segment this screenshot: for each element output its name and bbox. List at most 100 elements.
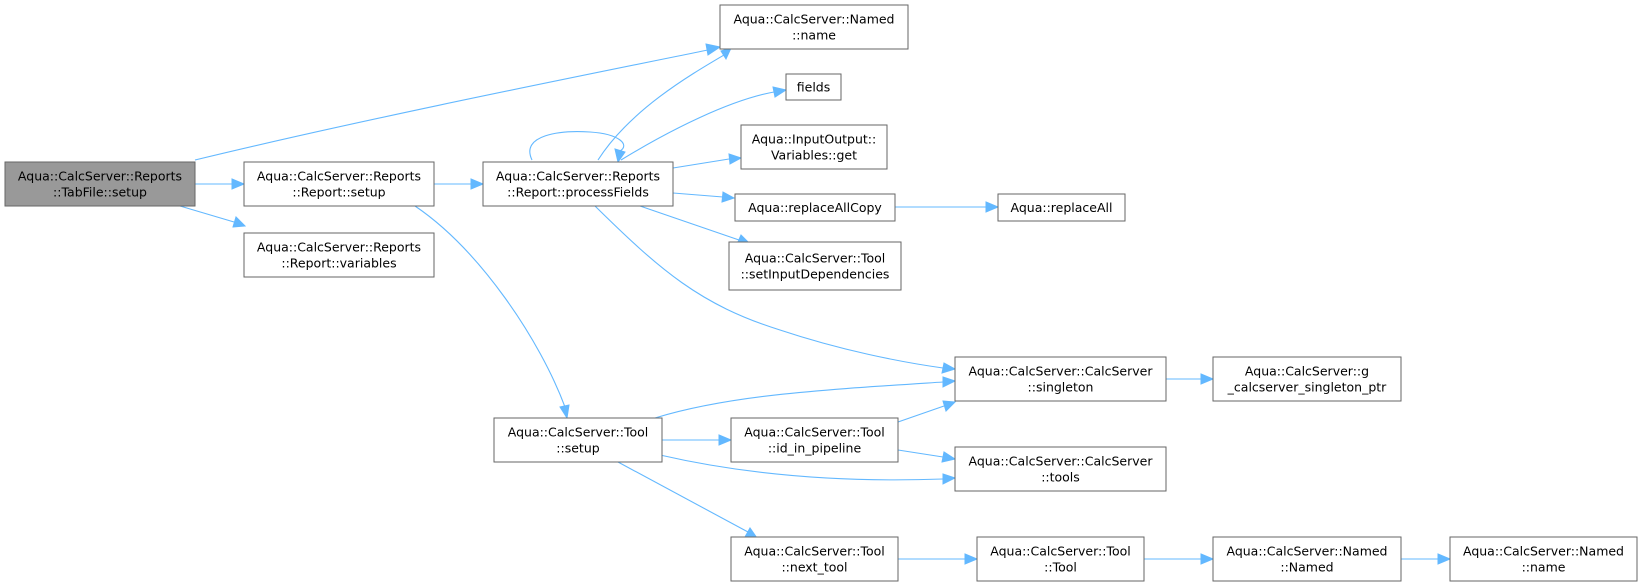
arrowhead — [941, 451, 957, 463]
node-label-line: ::setInputDependencies — [741, 267, 890, 282]
nodes-layer: Aqua::CalcServer::Reports::TabFile::setu… — [4, 4, 1638, 582]
edge-tabfile_setup-to-named_name_top — [194, 43, 722, 161]
arrowhead — [721, 191, 736, 203]
edge-report_processfields-to-report_processfields — [529, 131, 626, 164]
node-label-line: Aqua::CalcServer::g — [1245, 364, 1369, 379]
edge-tool_id_in_pipeline-to-calcserver_singleton — [897, 400, 957, 423]
edge-tool_id_in_pipeline-to-calcserver_tools — [897, 449, 957, 463]
arrowhead — [1200, 553, 1215, 565]
node-label-line: ::setup — [556, 441, 599, 456]
edge-line — [672, 158, 730, 169]
arrowhead — [941, 362, 957, 374]
edge-tool_tool-to-named_named — [1144, 553, 1215, 565]
node-box — [730, 536, 899, 582]
node-label-line: Aqua::InputOutput:: — [752, 132, 876, 147]
arrowhead — [231, 178, 246, 190]
edge-tabfile_setup-to-report_variables — [179, 205, 247, 228]
arrowhead — [985, 201, 1000, 213]
edge-line — [594, 205, 944, 369]
arrowhead — [1200, 373, 1215, 385]
arrowhead — [772, 86, 788, 98]
node-label-line: ::Tool — [1044, 560, 1077, 575]
node-box — [954, 356, 1167, 402]
node-box — [4, 161, 196, 207]
node-label-line: Aqua::CalcServer::Tool — [744, 425, 884, 440]
arrowhead — [1437, 553, 1452, 565]
node-g-singleton-ptr[interactable]: Aqua::CalcServer::g_calcserver_singleton… — [1212, 356, 1402, 402]
edge-line — [897, 405, 945, 423]
node-replaceallcopy[interactable]: Aqua::replaceAllCopy — [734, 193, 896, 222]
node-label-line: Aqua::CalcServer::Reports — [257, 240, 421, 255]
edge-report_setup-to-tool_setup — [414, 205, 570, 420]
node-label-line: Aqua::replaceAll — [1011, 200, 1113, 215]
node-tool-id-in-pipeline[interactable]: Aqua::CalcServer::Tool::id_in_pipeline — [730, 417, 899, 463]
edge-line — [194, 49, 709, 161]
node-report-setup[interactable]: Aqua::CalcServer::Reports::Report::setup — [243, 161, 435, 207]
node-fields[interactable]: fields — [785, 73, 842, 101]
edge-tool_setup-to-calcserver_singleton — [654, 376, 957, 419]
node-label-line: Variables::get — [771, 148, 857, 163]
arrowhead — [559, 404, 570, 420]
edge-tool_next_tool-to-tool_tool — [898, 553, 979, 565]
node-replaceall[interactable]: Aqua::replaceAll — [997, 193, 1126, 222]
edge-report_processfields-to-calcserver_singleton — [594, 205, 957, 374]
node-named-name-top[interactable]: Aqua::CalcServer::Named::name — [719, 4, 909, 50]
edge-tool_setup-to-tool_id_in_pipeline — [662, 434, 733, 446]
node-label-line: ::tools — [1041, 470, 1080, 485]
edge-report_setup-to-report_processfields — [434, 178, 485, 190]
node-box — [740, 124, 888, 170]
node-variables-get[interactable]: Aqua::InputOutput::Variables::get — [740, 124, 888, 170]
node-box — [785, 73, 842, 101]
edge-line — [414, 205, 566, 408]
edge-line — [529, 131, 625, 161]
arrowhead — [705, 43, 722, 56]
node-label-line: ::Report::processFields — [507, 185, 649, 200]
edge-named_named-to-named_name_bottom — [1401, 553, 1452, 565]
node-label-line: Aqua::CalcServer::CalcServer — [969, 364, 1154, 379]
edge-report_processfields-to-tool_setinputdeps — [639, 205, 751, 245]
node-label-line: ::singleton — [1028, 380, 1094, 395]
node-box — [719, 4, 909, 50]
node-label-line: Aqua::CalcServer::Tool — [508, 425, 648, 440]
node-label-line: Aqua::CalcServer::CalcServer — [969, 454, 1154, 469]
node-tool-tool[interactable]: Aqua::CalcServer::Tool::Tool — [976, 536, 1145, 582]
node-label-line: Aqua::CalcServer::Named — [733, 12, 894, 27]
arrowhead — [942, 376, 957, 388]
node-tool-setup[interactable]: Aqua::CalcServer::Tool::setup — [493, 417, 663, 463]
arrowhead — [614, 148, 626, 164]
edge-report_processfields-to-variables_get — [672, 153, 743, 169]
arrowhead — [942, 473, 957, 485]
node-label-line: ::name — [1522, 560, 1566, 575]
edge-report_processfields-to-named_name_top — [597, 47, 732, 161]
node-report-processfields[interactable]: Aqua::CalcServer::Reports::Report::proce… — [482, 161, 674, 207]
edge-line — [639, 205, 740, 241]
node-label-line: Aqua::CalcServer::Named — [1463, 544, 1624, 559]
node-box — [976, 536, 1145, 582]
edge-line — [179, 205, 235, 223]
arrowhead — [728, 153, 743, 165]
edges-layer — [179, 43, 1452, 565]
edge-calcserver_singleton-to-g_singleton_ptr — [1166, 373, 1215, 385]
node-tool-next-tool[interactable]: Aqua::CalcServer::Tool::next_tool — [730, 536, 899, 582]
arrowhead — [720, 47, 732, 61]
node-label-line: Aqua::CalcServer::Tool — [745, 251, 885, 266]
node-box — [734, 193, 896, 222]
node-calcserver-singleton[interactable]: Aqua::CalcServer::CalcServer::singleton — [954, 356, 1167, 402]
arrowhead — [470, 178, 485, 190]
node-box — [997, 193, 1126, 222]
edge-tabfile_setup-to-report_setup — [195, 178, 246, 190]
edge-line — [620, 91, 775, 161]
node-named-name-bottom[interactable]: Aqua::CalcServer::Named::name — [1449, 536, 1638, 582]
node-calcserver-tools[interactable]: Aqua::CalcServer::CalcServer::tools — [954, 446, 1167, 492]
node-box — [954, 446, 1167, 492]
arrowhead — [964, 553, 979, 565]
node-label-line: Aqua::CalcServer::Reports — [496, 169, 660, 184]
node-named-named[interactable]: Aqua::CalcServer::Named::Named — [1212, 536, 1402, 582]
arrowhead — [718, 434, 733, 446]
node-tabfile-setup[interactable]: Aqua::CalcServer::Reports::TabFile::setu… — [4, 161, 196, 207]
node-report-variables[interactable]: Aqua::CalcServer::Reports::Report::varia… — [243, 232, 435, 278]
edge-line — [659, 454, 944, 481]
node-box — [728, 241, 902, 291]
node-tool-setinputdeps[interactable]: Aqua::CalcServer::Tool::setInputDependen… — [728, 241, 902, 291]
